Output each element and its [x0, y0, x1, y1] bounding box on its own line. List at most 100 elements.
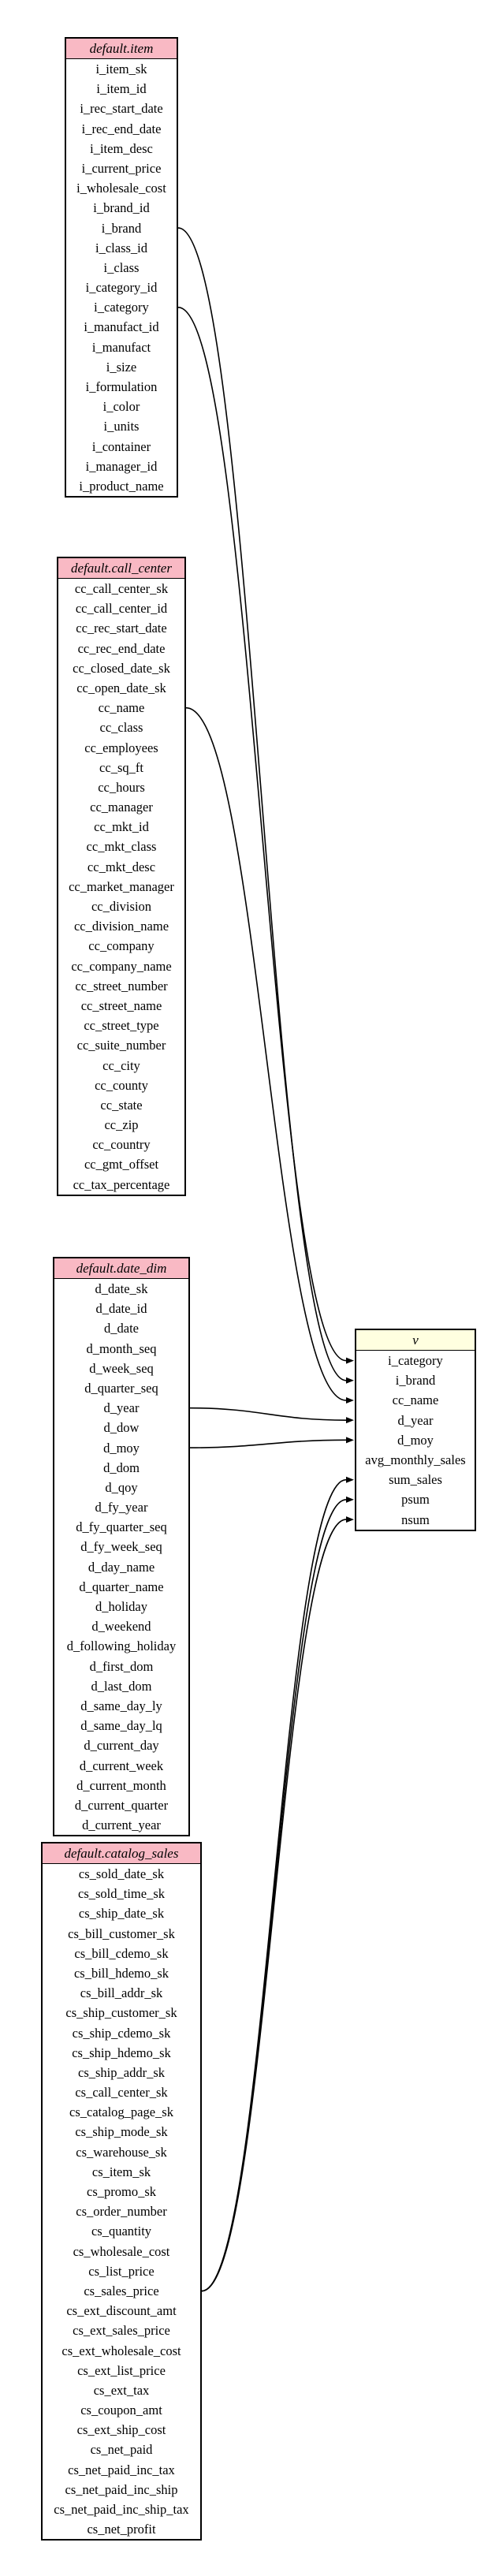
column-cs-ship-mode-sk: cs_ship_mode_sk [75, 2124, 168, 2140]
edge-arrowhead [346, 1377, 354, 1384]
column-cc-zip: cc_zip [104, 1117, 139, 1133]
column-d-year: d_year [397, 1412, 434, 1428]
column-list: cc_call_center_sk cc_call_center_id cc_rec… [58, 579, 184, 1195]
column-cs-list-price: cs_list_price [88, 2263, 155, 2279]
column-cc-company-name: cc_company_name [71, 958, 172, 974]
column-d-last-dom: d_last_dom [91, 1678, 152, 1694]
column-cc-call-center-sk: cc_call_center_sk [74, 581, 169, 596]
column-i-rec-end-date: i_rec_end_date [81, 121, 162, 136]
column-cs-ext-sales-price: cs_ext_sales_price [73, 2323, 170, 2339]
edge-arrowhead [346, 1417, 354, 1424]
column-d-moy: d_moy [397, 1432, 434, 1448]
column-cc-mkt-desc: cc_mkt_desc [87, 859, 156, 874]
column-i-wholesale-cost: i_wholesale_cost [76, 181, 166, 196]
column-cc-state: cc_state [100, 1097, 143, 1113]
column-i-current-price: i_current_price [81, 160, 162, 176]
column-cc-sq-ft: cc_sq_ft [99, 759, 143, 775]
column-cs-sold-date-sk: cs_sold_date_sk [78, 1866, 165, 1881]
column-cc-name: cc_name [392, 1392, 439, 1408]
column-cs-ship-customer-sk: cs_ship_customer_sk [65, 2005, 177, 2021]
column-d-same-day-ly: d_same_day_ly [80, 1698, 162, 1713]
column-i-product-name: i_product_name [79, 478, 164, 494]
edge-line [177, 227, 347, 1381]
table-title: default.catalog_sales [43, 1843, 200, 1864]
column-d-fy-week-seq: d_fy_week_seq [80, 1539, 162, 1555]
column-i-manufact-id: i_manufact_id [84, 319, 159, 335]
column-i-item-desc: i_item_desc [90, 140, 153, 156]
column-i-container: i_container [91, 438, 151, 454]
table-title: v [356, 1330, 475, 1351]
column-d-week-seq: d_week_seq [89, 1360, 154, 1376]
column-cs-ext-wholesale-cost: cs_ext_wholesale_cost [61, 2343, 181, 2358]
edge-line [201, 1478, 347, 2292]
column-i-manager-id: i_manager_id [85, 458, 158, 474]
column-d-dow: d_dow [103, 1420, 140, 1436]
column-cs-net-paid-inc-ship: cs_net_paid_inc_ship [65, 2481, 178, 2497]
column-cc-call-center-id: cc_call_center_id [75, 601, 168, 617]
column-cs-catalog-page-sk: cs_catalog_page_sk [69, 2104, 173, 2120]
column-d-day-name: d_day_name [88, 1559, 155, 1575]
edge-arrowhead [346, 1396, 354, 1404]
column-d-same-day-lq: d_same_day_lq [80, 1718, 162, 1734]
column-d-current-quarter: d_current_quarter [74, 1797, 169, 1813]
column-d-quarter-seq: d_quarter_seq [84, 1380, 158, 1396]
column-d-weekend: d_weekend [91, 1619, 151, 1635]
column-d-current-day: d_current_day [84, 1738, 159, 1754]
column-cs-net-profit: cs_net_profit [87, 2522, 156, 2537]
column-cc-hours: cc_hours [98, 779, 145, 795]
column-avg-monthly-sales: avg_monthly_sales [365, 1452, 466, 1467]
table-title: default.item [66, 39, 177, 59]
column-d-fy-quarter-seq: d_fy_quarter_seq [76, 1519, 167, 1535]
column-sum-sales: sum_sales [389, 1472, 442, 1488]
column-i-class: i_class [103, 259, 140, 275]
column-cc-division: cc_division [91, 899, 152, 914]
column-psum: psum [401, 1492, 430, 1508]
column-d-moy: d_moy [103, 1440, 140, 1456]
column-cs-bill-cdemo-sk: cs_bill_cdemo_sk [74, 1945, 169, 1961]
column-nsum: nsum [401, 1512, 430, 1527]
column-cc-city: cc_city [102, 1057, 140, 1073]
edge-arrowhead [346, 1437, 354, 1444]
column-cs-ship-date-sk: cs_ship_date_sk [78, 1906, 165, 1922]
column-d-holiday: d_holiday [95, 1599, 147, 1614]
column-cc-street-name: cc_street_name [80, 997, 162, 1013]
table-title: default.call_center [58, 558, 184, 579]
column-cc-manager: cc_manager [90, 800, 153, 815]
column-i-brand-id: i_brand_id [93, 200, 150, 216]
column-cc-division-name: cc_division_name [73, 919, 169, 934]
column-cs-bill-hdemo-sk: cs_bill_hdemo_sk [73, 1965, 169, 1981]
column-cs-call-center-sk: cs_call_center_sk [75, 2085, 168, 2101]
column-d-first-dom: d_first_dom [89, 1658, 154, 1674]
column-cs-wholesale-cost: cs_wholesale_cost [73, 2243, 170, 2259]
column-cc-employees: cc_employees [84, 740, 158, 755]
column-cs-net-paid-inc-ship-tax: cs_net_paid_inc_ship_tax [54, 2502, 189, 2517]
column-i-color: i_color [102, 399, 140, 415]
edge-line [189, 1407, 347, 1421]
column-cs-quantity: cs_quantity [91, 2224, 152, 2239]
column-cs-sold-time-sk: cs_sold_time_sk [78, 1886, 165, 1902]
column-cc-open-date-sk: cc_open_date_sk [76, 680, 166, 695]
edge-line [177, 307, 347, 1362]
column-i-brand: i_brand [395, 1373, 436, 1389]
edge-arrowhead [346, 1496, 354, 1503]
column-d-current-week: d_current_week [79, 1758, 164, 1773]
column-d-qoy: d_qoy [105, 1479, 138, 1495]
column-d-quarter-name: d_quarter_name [79, 1579, 164, 1594]
edge-line [201, 1519, 347, 2292]
column-cc-country: cc_country [92, 1137, 151, 1153]
edge-line [185, 706, 347, 1401]
column-cc-rec-end-date: cc_rec_end_date [77, 640, 166, 656]
column-cc-mkt-id: cc_mkt_id [94, 819, 149, 835]
column-cc-tax-percentage: cc_tax_percentage [73, 1176, 170, 1192]
column-d-fy-year: d_fy_year [95, 1500, 148, 1515]
column-i-rec-start-date: i_rec_start_date [80, 101, 163, 117]
column-cs-bill-addr-sk: cs_bill_addr_sk [80, 1985, 163, 2001]
edge-arrowhead [346, 1476, 354, 1483]
column-d-following-holiday: d_following_holiday [66, 1638, 177, 1654]
column-list: cs_sold_date_sk cs_sold_time_sk cs_ship_da… [43, 1864, 200, 2539]
column-cc-closed-date-sk: cc_closed_date_sk [73, 660, 170, 676]
